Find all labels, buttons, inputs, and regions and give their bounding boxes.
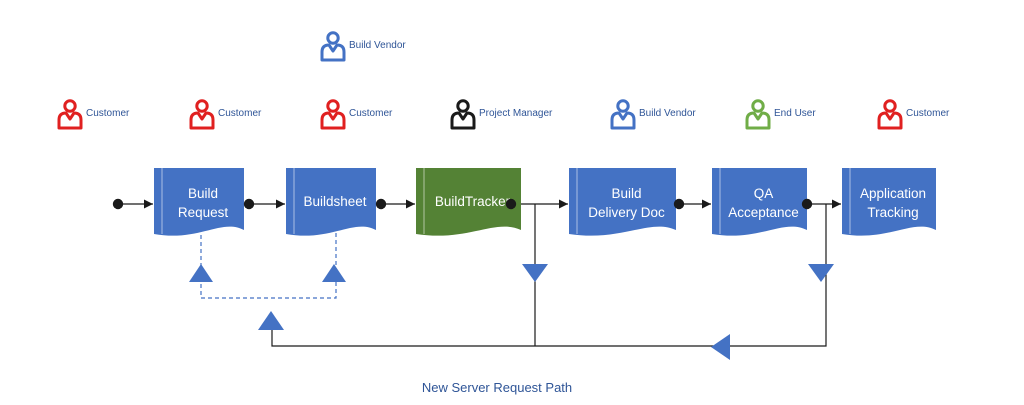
document-buildsheet: Buildsheet: [286, 168, 376, 236]
role-label: End User: [774, 108, 816, 119]
document-shape: [416, 168, 521, 236]
document-label: Application: [860, 186, 926, 201]
document-label: Tracking: [867, 205, 918, 220]
connector-dot: [112, 198, 124, 210]
role-customer-3: Customer: [320, 99, 393, 130]
document-buildtracker: BuildTracker: [416, 168, 521, 236]
document-label: Request: [178, 205, 229, 220]
person-icon: [610, 99, 636, 130]
document-shape: [842, 168, 936, 236]
document-label: QA: [754, 186, 774, 201]
document-shape: [569, 168, 676, 236]
person-icon: [745, 99, 771, 130]
up-triangle-return: [258, 311, 284, 330]
person-icon: [320, 31, 346, 62]
document-label: Buildsheet: [303, 194, 366, 209]
role-project-manager: Project Manager: [450, 99, 553, 130]
up-triangle-build-request: [189, 264, 213, 282]
role-label: Customer: [218, 108, 262, 119]
connector-dot: [243, 198, 255, 210]
up-triangle-buildsheet: [322, 264, 346, 282]
down-triangle-qa: [808, 264, 834, 282]
person-icon: [450, 99, 476, 130]
document-label: Build: [611, 186, 641, 201]
document-label: BuildTracker: [435, 194, 511, 209]
connector-dots: [112, 198, 813, 210]
document-shape: [286, 168, 376, 236]
document-label: Delivery Doc: [588, 205, 665, 220]
role-label: Customer: [906, 108, 950, 119]
role-customer-1: Customer: [57, 99, 130, 130]
connector-dot: [673, 198, 685, 210]
down-triangle-buildtracker: [522, 264, 548, 282]
role-label: Build Vendor: [639, 108, 696, 119]
connector-dot: [375, 198, 387, 210]
person-icon: [189, 99, 215, 130]
document-label: Build: [188, 186, 218, 201]
role-customer-2: Customer: [189, 99, 262, 130]
connector-dot: [505, 198, 517, 210]
document-qa-acceptance: QA Acceptance: [712, 168, 807, 236]
person-icon: [320, 99, 346, 130]
role-customer-4: Customer: [877, 99, 950, 130]
connector-dot: [801, 198, 813, 210]
left-triangle-return: [711, 334, 730, 360]
document-shape: [154, 168, 244, 236]
document-label: Acceptance: [728, 205, 799, 220]
person-icon: [57, 99, 83, 130]
role-build-vendor-top: Build Vendor: [320, 31, 406, 62]
person-icon: [877, 99, 903, 130]
role-build-vendor: Build Vendor: [610, 99, 696, 130]
role-label: Customer: [86, 108, 130, 119]
role-label: Project Manager: [479, 108, 553, 119]
role-label: Customer: [349, 108, 393, 119]
role-end-user: End User: [745, 99, 816, 130]
document-shape: [712, 168, 807, 236]
diagram-caption: New Server Request Path: [422, 380, 572, 395]
role-label: Build Vendor: [349, 40, 406, 51]
flow-triangles: [189, 264, 834, 360]
dashed-feedback-line: [200, 228, 337, 299]
